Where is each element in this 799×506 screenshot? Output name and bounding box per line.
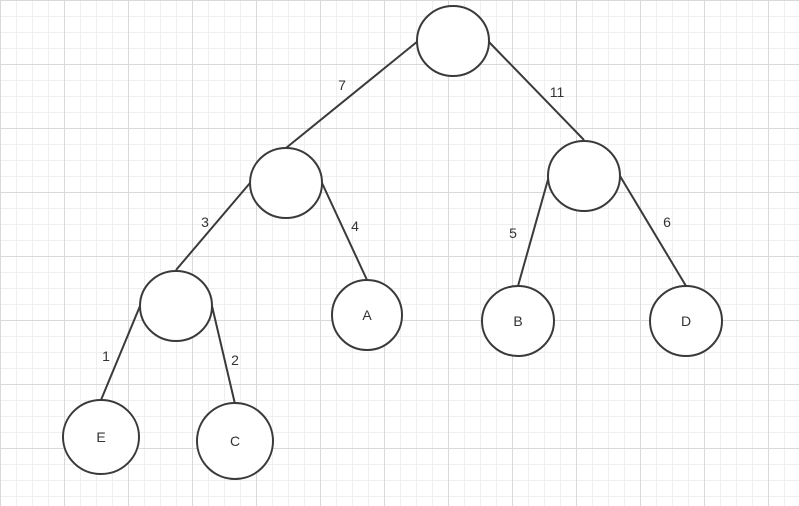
edge-weight-label: 4: [351, 218, 359, 234]
tree-node-3: [139, 270, 213, 342]
edge-weight-label: 5: [509, 225, 517, 241]
node-label: D: [681, 313, 691, 329]
tree-node-B: B: [481, 285, 555, 357]
edge-n11-B: [517, 175, 550, 287]
node-label: E: [96, 429, 105, 445]
edge-weight-label: 7: [338, 77, 346, 93]
tree-node-A: A: [331, 279, 403, 351]
edge-weight-label: 3: [201, 214, 209, 230]
edge-weight-label: 6: [663, 214, 671, 230]
tree-node-D: D: [649, 285, 723, 357]
edge-root-n7: [285, 40, 419, 149]
node-label: C: [230, 433, 240, 449]
edge-weight-label: 1: [102, 348, 110, 364]
node-label: B: [513, 313, 522, 329]
tree-node-11: [547, 140, 621, 212]
edge-root-n11: [488, 41, 585, 141]
edge-n3-C: [211, 305, 236, 405]
tree-node-7: [249, 147, 323, 219]
tree-node-E: E: [62, 399, 140, 475]
tree-node-C: C: [196, 402, 274, 480]
edge-n7-A: [321, 182, 368, 281]
edge-weight-label: 2: [231, 352, 239, 368]
node-label: A: [362, 307, 372, 323]
edge-n3-E: [100, 305, 141, 401]
tree-node-root: [416, 5, 490, 77]
edge-n11-D: [619, 175, 687, 287]
edge-n7-n3: [175, 182, 251, 271]
edge-weight-label: 11: [550, 84, 565, 100]
